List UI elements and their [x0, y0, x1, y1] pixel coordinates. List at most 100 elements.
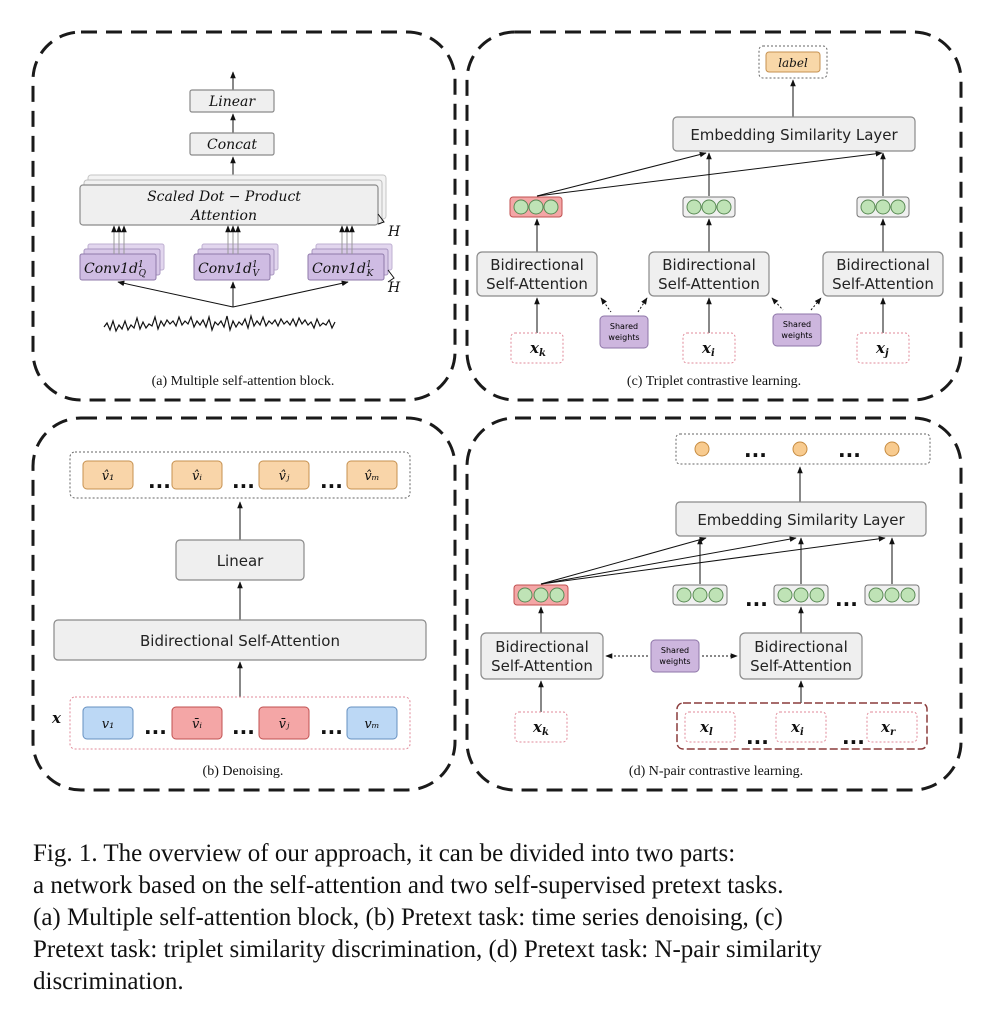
svg-text:...: ... [744, 438, 767, 462]
svg-text:Bidirectional: Bidirectional [836, 256, 930, 274]
svg-text:xi: xi [790, 718, 804, 738]
bsa-box-j [822, 251, 944, 297]
svg-text:...: ... [745, 587, 768, 611]
svg-text:v̄ⱼ: v̄ⱼ [279, 717, 290, 732]
input-xi [682, 332, 736, 364]
x-label: x [51, 709, 62, 727]
svg-text:Shared: Shared [610, 322, 638, 331]
svg-text:xl: xl [699, 718, 713, 738]
signal-waveform [103, 313, 336, 333]
svg-text:Bidirectional: Bidirectional [754, 638, 848, 656]
svg-text:xk: xk [532, 718, 549, 738]
input-xj [856, 332, 910, 364]
svg-text:xk: xk [529, 339, 546, 359]
svg-text:...: ... [144, 715, 167, 739]
esl-box [672, 116, 916, 152]
shared-weights-1 [599, 315, 649, 349]
bsa-box-k [476, 251, 598, 297]
svg-text:...: ... [232, 469, 255, 493]
bsa-box-i [648, 251, 770, 297]
bsa-box-d-left [480, 632, 604, 680]
svg-text:...: ... [746, 725, 769, 749]
figure-caption-line-2: a network based on the self-attention an… [33, 872, 784, 899]
svg-text:...: ... [320, 469, 343, 493]
figure-caption-line-4: Pretext task: triplet similarity discrim… [33, 936, 822, 963]
svg-text:Self-Attention: Self-Attention [658, 275, 760, 293]
svg-text:v̂₁: v̂₁ [102, 469, 115, 484]
svg-text:...: ... [232, 715, 255, 739]
svg-text:v̂ₘ: v̂ₘ [364, 469, 379, 484]
svg-text:v̄ᵢ: v̄ᵢ [192, 717, 202, 732]
panel-b-border [31, 416, 457, 792]
svg-text:Self-Attention: Self-Attention [832, 275, 934, 293]
output-sequence [69, 451, 411, 499]
panel-d-caption: (d) N-pair contrastive learning. [629, 764, 803, 779]
input-xk [510, 332, 564, 364]
svg-text:...: ... [835, 587, 858, 611]
concat-box [189, 132, 275, 156]
svg-text:Shared: Shared [783, 320, 811, 329]
svg-text:Bidirectional Self-Attention: Bidirectional Self-Attention [140, 632, 340, 650]
sdpa-line2: Attention [189, 208, 257, 224]
esl-box-d [675, 501, 927, 537]
svg-text:v̂ᵢ: v̂ᵢ [192, 469, 202, 484]
svg-text:xi: xi [701, 339, 715, 359]
svg-text:Self-Attention: Self-Attention [750, 657, 852, 675]
figure-caption: Fig. 1. The overview of our approach, it… [33, 838, 963, 998]
panel-c-caption: (c) Triplet contrastive learning. [627, 374, 801, 389]
svg-text:Self-Attention: Self-Attention [486, 275, 588, 293]
sdpa-line1: Scaled Dot − Product [147, 189, 301, 205]
shared-weights-2 [772, 313, 822, 347]
panel-b-caption: (b) Denoising. [203, 764, 284, 779]
panel-c: label Embedding Similarity Layer Bidirec… [465, 30, 963, 402]
label-text: label [778, 56, 808, 70]
linear-box-b [175, 539, 305, 581]
svg-text:v̂ⱼ: v̂ⱼ [279, 469, 290, 484]
linear-box [189, 89, 275, 113]
svg-text:v₁: v₁ [102, 717, 115, 732]
input-group [676, 702, 928, 750]
panel-b: v̂₁ ... v̂ᵢ ... v̂ⱼ ... v̂ₘ Linear Bidir… [31, 416, 457, 792]
concat-label: Concat [207, 137, 257, 153]
panel-a-caption: (a) Multiple self-attention block. [152, 374, 335, 389]
svg-text:Shared: Shared [661, 646, 689, 655]
svg-text:Embedding Similarity Layer: Embedding Similarity Layer [697, 511, 905, 529]
panel-c-border [465, 30, 963, 402]
overview-figure: Linear Concat Scaled Dot − Product Atten… [31, 30, 963, 792]
svg-text:xj: xj [875, 339, 889, 359]
svg-text:weights: weights [659, 657, 690, 666]
svg-text:...: ... [320, 715, 343, 739]
figure-caption-line-5: discrimination. [33, 968, 184, 995]
svg-text:Bidirectional: Bidirectional [495, 638, 589, 656]
svg-text:weights: weights [608, 333, 639, 342]
input-sequence [69, 696, 411, 750]
input-xk-d [514, 711, 568, 743]
panel-a-border [31, 30, 457, 402]
bsa-box-b [53, 619, 427, 661]
sdpa-box [79, 184, 379, 226]
svg-text:Bidirectional: Bidirectional [490, 256, 584, 274]
esl-label: Embedding Similarity Layer [690, 126, 898, 144]
svg-text:...: ... [148, 469, 171, 493]
svg-text:Self-Attention: Self-Attention [491, 657, 593, 675]
bsa-box-d-right [739, 632, 863, 680]
shared-weights-d [650, 639, 700, 673]
svg-text:weights: weights [781, 331, 812, 340]
figure-caption-line-3: (a) Multiple self-attention block, (b) P… [33, 904, 783, 931]
panel-a: Linear Concat Scaled Dot − Product Atten… [31, 30, 457, 402]
label-box [765, 51, 821, 73]
panel-d-border [465, 416, 963, 792]
svg-text:xr: xr [880, 718, 896, 738]
svg-text:Bidirectional: Bidirectional [662, 256, 756, 274]
svg-text:...: ... [842, 725, 865, 749]
svg-text:vₘ: vₘ [364, 717, 379, 732]
svg-text:...: ... [838, 438, 861, 462]
linear-label: Linear [208, 94, 256, 110]
h-label-1: H [387, 224, 401, 240]
